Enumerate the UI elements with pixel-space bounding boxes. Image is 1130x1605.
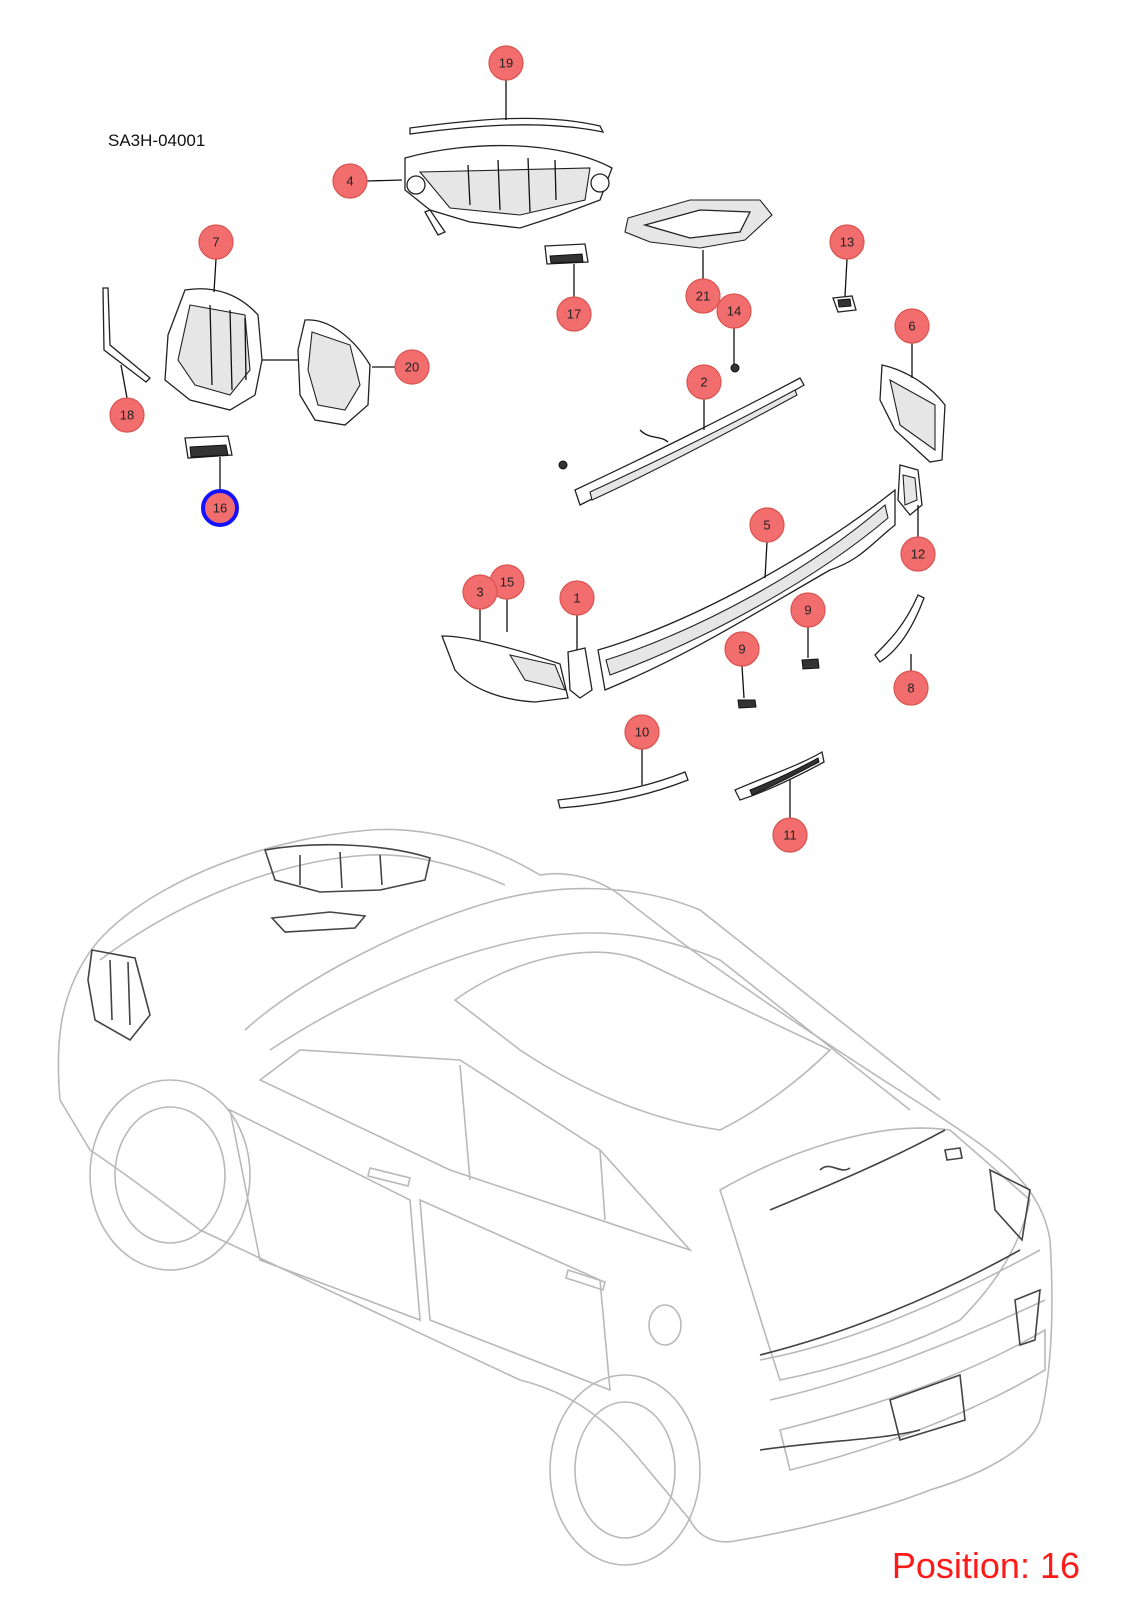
callout-9a[interactable]: 9 (724, 631, 760, 667)
callout-10[interactable]: 10 (624, 714, 660, 750)
callout-17[interactable]: 17 (556, 296, 592, 332)
part-11-reflector (734, 750, 825, 801)
part-19-trim-strip (409, 117, 605, 135)
callout-2-label: 2 (700, 375, 707, 390)
callout-19[interactable]: 19 (488, 45, 524, 81)
part-4-headlamp (404, 144, 613, 236)
callout-15[interactable]: 15 (489, 564, 525, 600)
callout-9b[interactable]: 9 (790, 592, 826, 628)
diagram-code: SA3H-04001 (108, 131, 206, 150)
callout-20[interactable]: 20 (394, 349, 430, 385)
position-indicator: Position: 16 (891, 1545, 1080, 1586)
part-10-lower-trim (557, 771, 689, 809)
part-9-clip-a (737, 699, 757, 709)
callout-9b-label: 9 (804, 603, 811, 618)
part-3-tail-lamp (441, 635, 569, 703)
callout-12-label: 12 (911, 547, 925, 562)
callout-15-label: 15 (500, 575, 514, 590)
part-6-rear-lamp (879, 364, 946, 463)
part-21-module (624, 199, 773, 249)
callout-1-label: 1 (573, 591, 580, 606)
callout-16-selected[interactable]: 16 (201, 489, 239, 527)
callout-18[interactable]: 18 (109, 397, 145, 433)
callout-6-label: 6 (908, 319, 915, 334)
callout-17-label: 17 (567, 307, 581, 322)
callout-12[interactable]: 12 (900, 536, 936, 572)
callout-4-label: 4 (346, 174, 353, 189)
part-7-headlamp-left (164, 288, 300, 411)
callout-3[interactable]: 3 (462, 574, 498, 610)
callout-9a-label: 9 (738, 642, 745, 657)
callout-19-label: 19 (499, 56, 513, 71)
callout-11[interactable]: 11 (772, 817, 808, 853)
leader-lines (120, 80, 919, 818)
callout-14-label: 14 (727, 304, 741, 319)
callout-7[interactable]: 7 (198, 224, 234, 260)
callout-5-label: 5 (763, 518, 770, 533)
part-1-cover (567, 647, 593, 699)
callout-10-label: 10 (635, 725, 649, 740)
callout-11-label: 11 (783, 828, 797, 843)
callout-14[interactable]: 14 (716, 293, 752, 329)
part-9-clip-b (801, 658, 820, 670)
part-8-side-strip (874, 594, 925, 663)
callout-7-label: 7 (212, 235, 219, 250)
callout-4[interactable]: 4 (332, 163, 368, 199)
callout-1[interactable]: 1 (559, 580, 595, 616)
car-outline (57, 828, 1053, 1566)
part-16-bracket (184, 435, 233, 459)
callout-8[interactable]: 8 (893, 670, 929, 706)
callout-13[interactable]: 13 (829, 224, 865, 260)
part-17-module (544, 243, 589, 265)
part-5-tail-bar (597, 488, 896, 691)
callout-6[interactable]: 6 (894, 308, 930, 344)
part-13-clip (832, 295, 857, 313)
callout-20-label: 20 (405, 360, 419, 375)
callout-5[interactable]: 5 (749, 507, 785, 543)
callout-18-label: 18 (120, 408, 134, 423)
part-18-seal-strip (102, 287, 151, 383)
car-installed-parts (87, 843, 1041, 1451)
callout-16-label: 16 (213, 501, 227, 516)
part-14-clip (730, 363, 740, 373)
part-2-lamp-bar (558, 377, 805, 506)
callout-21-label: 21 (696, 289, 710, 304)
part-12-side-lamp (897, 464, 923, 516)
callout-21[interactable]: 21 (685, 278, 721, 314)
callout-8-label: 8 (907, 681, 914, 696)
callout-3-label: 3 (476, 585, 483, 600)
callout-2[interactable]: 2 (686, 364, 722, 400)
part-20-headlamp (297, 319, 371, 426)
callout-13-label: 13 (840, 235, 854, 250)
